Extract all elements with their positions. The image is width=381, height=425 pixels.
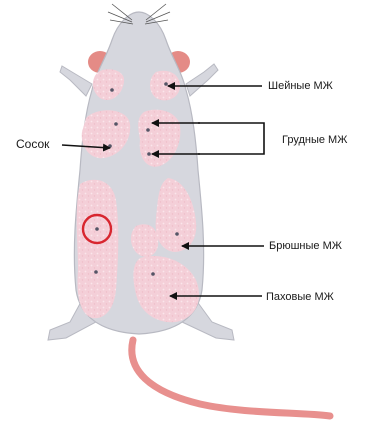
nipple-cervical-right	[164, 82, 168, 86]
label-thoracic-glands: Грудные МЖ	[282, 134, 347, 146]
label-cervical-glands: Шейные МЖ	[268, 80, 333, 92]
nipple-thoracic-right-2	[147, 152, 151, 156]
nipple-thoracic-right-1	[146, 128, 150, 132]
thoracic-bracket	[198, 123, 264, 154]
nipple-abdominal-left	[95, 227, 99, 231]
gland-abdominal-inguinal-left	[77, 180, 119, 319]
left-front-leg	[60, 66, 92, 96]
right-front-leg	[186, 64, 218, 96]
label-abdominal-glands: Брюшные МЖ	[269, 240, 342, 252]
label-nipple: Сосок	[16, 138, 49, 150]
nipple-inguinal-right	[151, 272, 155, 276]
nipple-inguinal-left	[94, 270, 98, 274]
nipple-cervical-left	[110, 88, 114, 92]
label-inguinal-glands: Паховые МЖ	[266, 291, 334, 303]
tail	[132, 340, 330, 416]
nipple-thoracic-left-1	[114, 122, 118, 126]
nipple-abdominal-right	[175, 232, 179, 236]
